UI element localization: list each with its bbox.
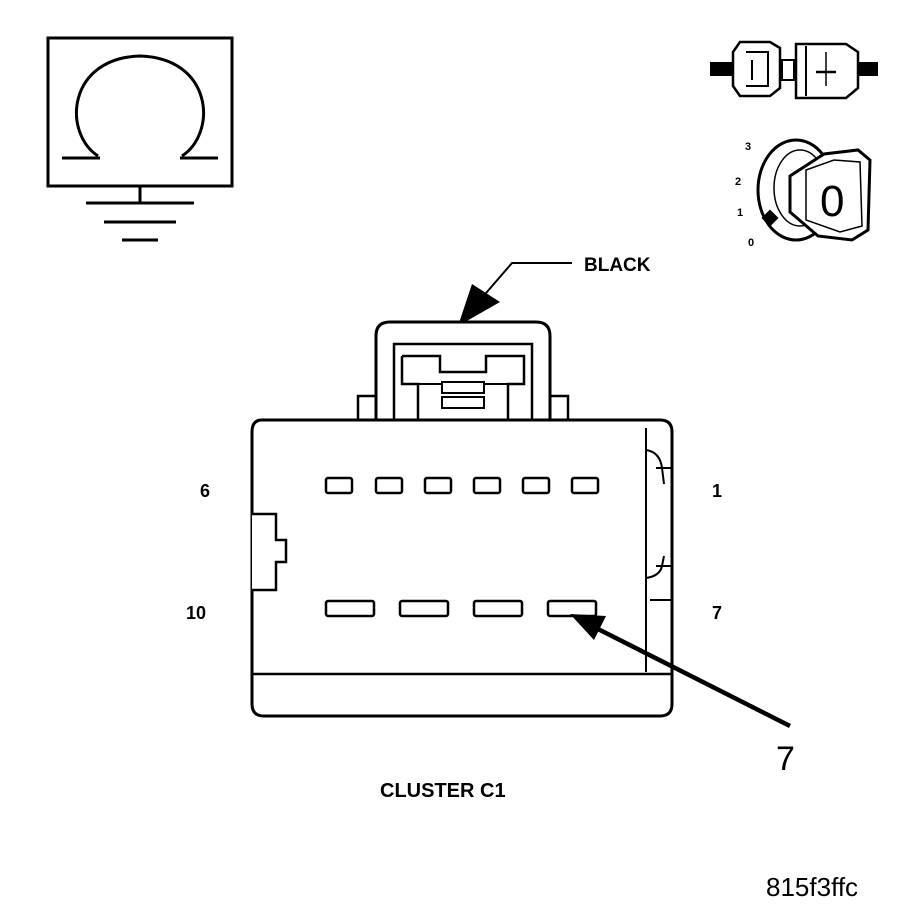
pin-cavity-4 bbox=[423, 476, 453, 495]
ignition-position-2: 2 bbox=[735, 176, 741, 188]
pin-cavity-10 bbox=[324, 599, 376, 618]
pin-cavity-9 bbox=[398, 599, 450, 618]
connector-disconnect-icon bbox=[710, 40, 878, 100]
pin-label-top-right: 1 bbox=[712, 481, 722, 501]
figure-code: 815f3ffc bbox=[766, 872, 858, 902]
connector-color-label: BLACK bbox=[584, 255, 651, 276]
pin-label-top-left: 6 bbox=[200, 481, 210, 501]
pin-cavity-2 bbox=[521, 476, 551, 495]
ignition-position-1: 1 bbox=[737, 207, 743, 219]
pin-label-bottom-left: 10 bbox=[186, 603, 206, 623]
ignition-position-0: 0 bbox=[748, 237, 754, 249]
pin-cavity-8 bbox=[472, 599, 524, 618]
pin-cavity-1 bbox=[570, 476, 600, 495]
connector-latch bbox=[356, 320, 570, 424]
pin-row-bottom bbox=[324, 599, 598, 618]
ignition-key-icon bbox=[756, 138, 872, 242]
ohmmeter-icon bbox=[46, 36, 234, 188]
pin-cavity-7 bbox=[546, 599, 598, 618]
ignition-position-3: 3 bbox=[745, 141, 751, 153]
pin-cavity-5 bbox=[374, 476, 404, 495]
pin-row-top bbox=[324, 476, 600, 495]
connector-body bbox=[250, 418, 674, 718]
ground-icon bbox=[86, 186, 194, 242]
pin-callout-number: 7 bbox=[776, 740, 795, 778]
ignition-key-label: 0 bbox=[820, 177, 844, 226]
color-callout-leader bbox=[458, 262, 572, 326]
ignition-position-marker bbox=[761, 209, 779, 227]
pin-label-bottom-right: 7 bbox=[712, 603, 722, 623]
connector-name: CLUSTER C1 bbox=[380, 780, 506, 802]
pin-cavity-3 bbox=[472, 476, 502, 495]
pin-cavity-6 bbox=[324, 476, 354, 495]
pin-callout-arrow bbox=[570, 614, 792, 729]
